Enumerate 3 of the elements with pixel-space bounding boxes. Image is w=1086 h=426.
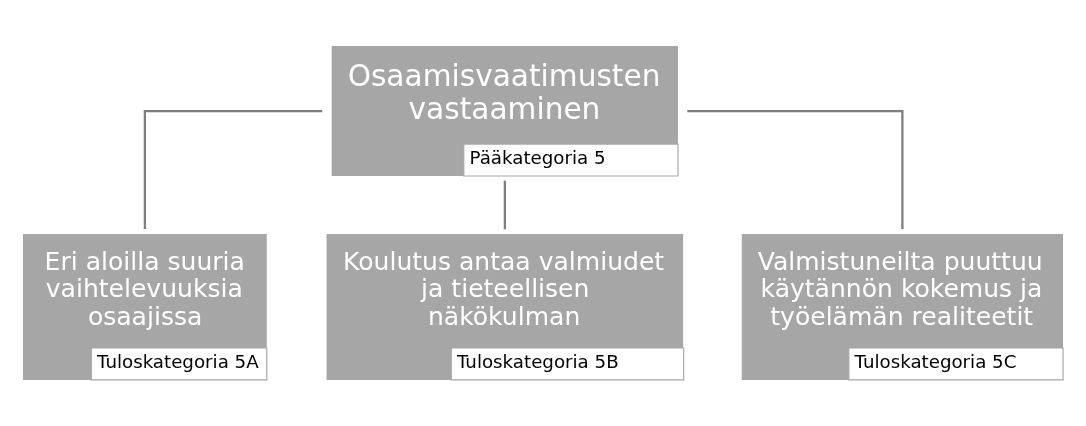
connector (503, 180, 506, 230)
connector (143, 109, 323, 229)
connector (687, 109, 904, 229)
